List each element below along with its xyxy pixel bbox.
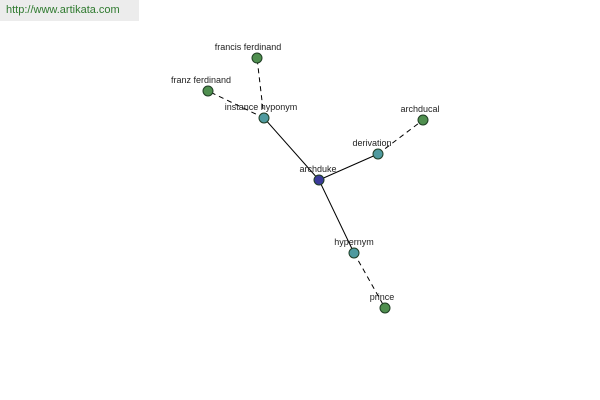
edge-hypernym-prince <box>353 252 386 309</box>
node-label-prince: prince <box>370 292 395 302</box>
edge-archduke-instance_hyponym <box>263 117 320 181</box>
node-hypernym[interactable] <box>348 247 360 259</box>
node-label-francis_ferdinand: francis ferdinand <box>215 42 282 52</box>
node-franz_ferdinand[interactable] <box>202 85 214 97</box>
node-label-hypernym: hypernym <box>334 237 374 247</box>
node-label-archduke: archduke <box>299 164 336 174</box>
node-archducal[interactable] <box>417 114 429 126</box>
label-layer: archduke instance hyponym derivation hypern… <box>171 42 440 302</box>
node-archduke[interactable] <box>313 174 325 186</box>
node-instance_hyponym[interactable] <box>258 112 270 124</box>
node-label-franz_ferdinand: franz ferdinand <box>171 75 231 85</box>
node-label-archducal: archducal <box>400 104 439 114</box>
node-label-instance_hyponym: instance hyponym <box>225 102 298 112</box>
watermark-link[interactable]: http://www.artikata.com <box>0 0 139 21</box>
node-label-derivation: derivation <box>352 138 391 148</box>
node-francis_ferdinand[interactable] <box>251 52 263 64</box>
edge-archduke-derivation <box>318 153 379 181</box>
node-derivation[interactable] <box>372 148 384 160</box>
node-layer <box>202 52 429 314</box>
node-prince[interactable] <box>379 302 391 314</box>
edge-layer <box>207 57 424 309</box>
edge-derivation-archducal <box>377 119 424 155</box>
edge-instance_hyponym-franz_ferdinand <box>207 90 265 119</box>
edge-archduke-hypernym <box>318 179 355 254</box>
edge-instance_hyponym-francis_ferdinand <box>256 57 265 119</box>
